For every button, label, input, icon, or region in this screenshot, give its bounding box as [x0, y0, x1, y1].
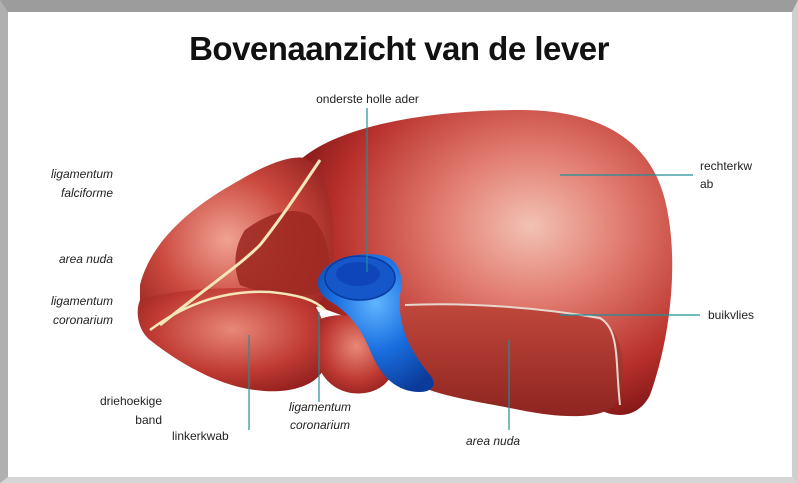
label-area-nuda-bottom: area nuda — [466, 432, 520, 450]
label-driehoekige-band-line1: driehoekige — [60, 392, 162, 410]
label-linkerkwab: linkerkwab — [172, 427, 229, 445]
label-ligamentum-coronarium-bottom-line1: ligamentum — [270, 398, 370, 416]
label-ligamentum-coronarium-left-line1: ligamentum — [20, 292, 113, 310]
label-ligamentum-coronarium-bottom-line2: coronarium — [270, 416, 370, 434]
label-ligamentum-coronarium-left-line2: coronarium — [20, 311, 113, 329]
label-buikvlies: buikvlies — [708, 306, 754, 324]
label-rechterkwab-line1: rechterkw — [700, 157, 752, 175]
label-ligamentum-falciforme-line1: ligamentum — [20, 165, 113, 183]
label-onderste-holle-ader: onderste holle ader — [290, 90, 445, 108]
label-ligamentum-falciforme-line2: falciforme — [20, 184, 113, 202]
label-area-nuda-left: area nuda — [20, 250, 113, 268]
label-rechterkwab-line2: ab — [700, 175, 713, 193]
bare-area-right — [398, 304, 623, 416]
liver-lower-left — [138, 288, 327, 391]
label-driehoekige-band-line2: band — [60, 411, 162, 429]
